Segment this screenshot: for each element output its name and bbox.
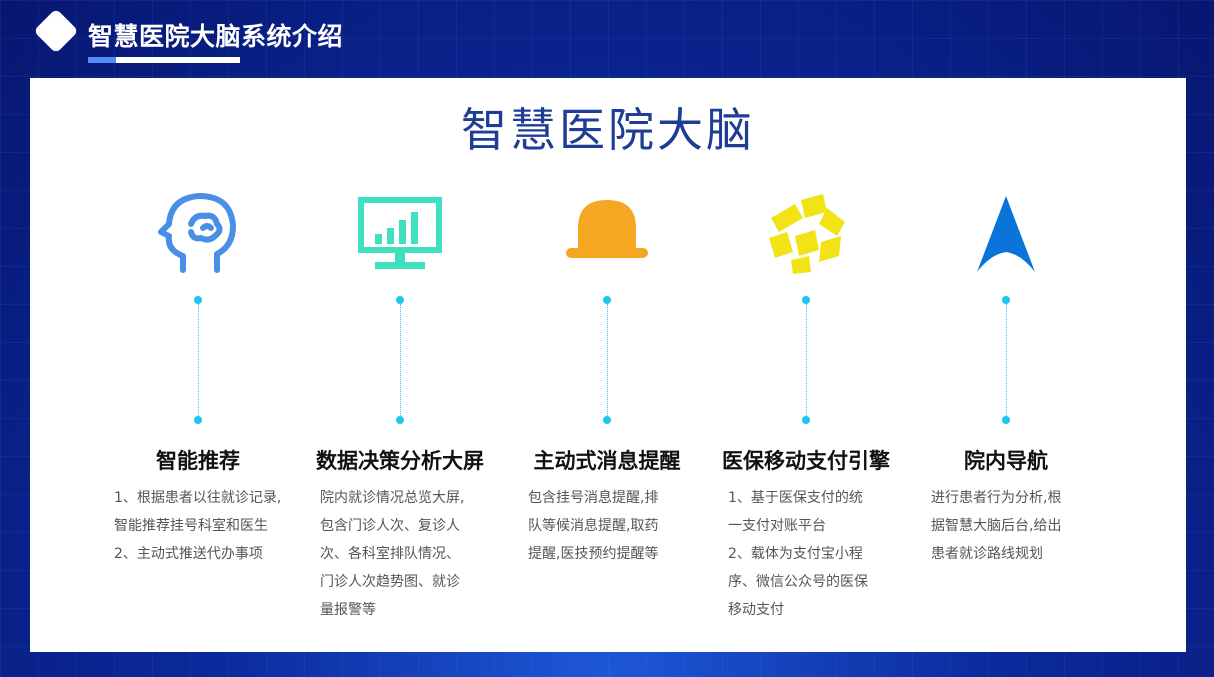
feature-description: 院内就诊情况总览大屏, 包含门诊人次、复诊人 次、各科室排队情况、 门诊人次趋势… (320, 484, 464, 624)
main-title: 智慧医院大脑 (461, 103, 755, 157)
feature-mobile-payment: 医保移动支付引擎 1、基于医保支付的统 一支付对账平台 2、载体为支付宝小程 序… (706, 188, 906, 628)
connector-dot-bottom (802, 416, 810, 424)
feature-description: 1、基于医保支付的统 一支付对账平台 2、载体为支付宝小程 序、微信公众号的医保… (728, 484, 868, 624)
desc-line: 一支付对账平台 (728, 518, 826, 534)
title-underline-accent (88, 57, 116, 63)
desc-line: 智能推荐挂号科室和医生 (114, 518, 268, 534)
brain-head-icon (153, 188, 243, 278)
desc-line: 次、各科室排队情况、 (320, 546, 460, 562)
logo-diamond-icon (33, 8, 79, 54)
feature-data-dashboard: 数据决策分析大屏 院内就诊情况总览大屏, 包含门诊人次、复诊人 次、各科室排队情… (300, 188, 500, 628)
connector-line (399, 304, 401, 416)
payment-puzzle-icon (761, 188, 851, 278)
feature-hospital-navigation: 院内导航 进行患者行为分析,根 据智慧大脑后台,给出 患者就诊路线规划 (906, 188, 1106, 628)
desc-line: 进行患者行为分析,根 (931, 490, 1062, 506)
connector-dot-top (603, 296, 611, 304)
title-underline (116, 57, 240, 63)
feature-smart-recommend: 智能推荐 1、根据患者以往就诊记录, 智能推荐挂号科室和医生 2、主动式推送代办… (98, 188, 298, 628)
desc-line: 包含门诊人次、复诊人 (320, 518, 460, 534)
desc-line: 序、微信公众号的医保 (728, 574, 868, 590)
connector-dot-top (396, 296, 404, 304)
connector-line (606, 304, 608, 416)
feature-description: 1、根据患者以往就诊记录, 智能推荐挂号科室和医生 2、主动式推送代办事项 (114, 484, 281, 568)
connector-dot-bottom (396, 416, 404, 424)
desc-line: 1、基于医保支付的统 (728, 490, 863, 506)
connector-line (805, 304, 807, 416)
content-card: 智慧医院大脑 智能推荐 1、根据患者以往就诊记录, 智能推荐挂号科室和医生 2、… (30, 78, 1186, 652)
header-bar: 智慧医院大脑系统介绍 (0, 0, 1214, 76)
page-title: 智慧医院大脑系统介绍 (88, 22, 344, 51)
feature-title: 医保移动支付引擎 (722, 449, 890, 473)
desc-line: 门诊人次趋势图、就诊 (320, 574, 460, 590)
connector-dot-top (1002, 296, 1010, 304)
desc-line: 2、主动式推送代办事项 (114, 546, 263, 562)
desc-line: 2、载体为支付宝小程 (728, 546, 863, 562)
connector-dot-bottom (1002, 416, 1010, 424)
feature-title: 主动式消息提醒 (533, 449, 681, 473)
desc-line: 患者就诊路线规划 (931, 546, 1043, 562)
connector-dot-top (194, 296, 202, 304)
connector-line (197, 304, 199, 416)
connector-dot-bottom (194, 416, 202, 424)
desc-line: 据智慧大脑后台,给出 (931, 518, 1062, 534)
feature-title: 院内导航 (964, 449, 1048, 473)
connector-dot-top (802, 296, 810, 304)
desc-line: 队等候消息提醒,取药 (528, 518, 659, 534)
desc-line: 移动支付 (728, 602, 784, 618)
feature-message-reminder: 主动式消息提醒 包含挂号消息提醒,排 队等候消息提醒,取药 提醒,医技预约提醒等 (507, 188, 707, 628)
feature-description: 进行患者行为分析,根 据智慧大脑后台,给出 患者就诊路线规划 (931, 484, 1061, 568)
feature-title: 智能推荐 (156, 449, 240, 473)
navigation-arrow-icon (961, 188, 1051, 278)
desc-line: 提醒,医技预约提醒等 (528, 546, 659, 562)
connector-dot-bottom (603, 416, 611, 424)
desc-line: 量报警等 (320, 602, 376, 618)
feature-title: 数据决策分析大屏 (316, 449, 484, 473)
desc-line: 1、根据患者以往就诊记录, (114, 490, 282, 506)
desc-line: 院内就诊情况总览大屏, (320, 490, 465, 506)
feature-description: 包含挂号消息提醒,排 队等候消息提醒,取药 提醒,医技预约提醒等 (528, 484, 658, 568)
connector-line (1005, 304, 1007, 416)
desc-line: 包含挂号消息提醒,排 (528, 490, 659, 506)
monitor-chart-icon (355, 188, 445, 278)
bell-icon (562, 188, 652, 278)
